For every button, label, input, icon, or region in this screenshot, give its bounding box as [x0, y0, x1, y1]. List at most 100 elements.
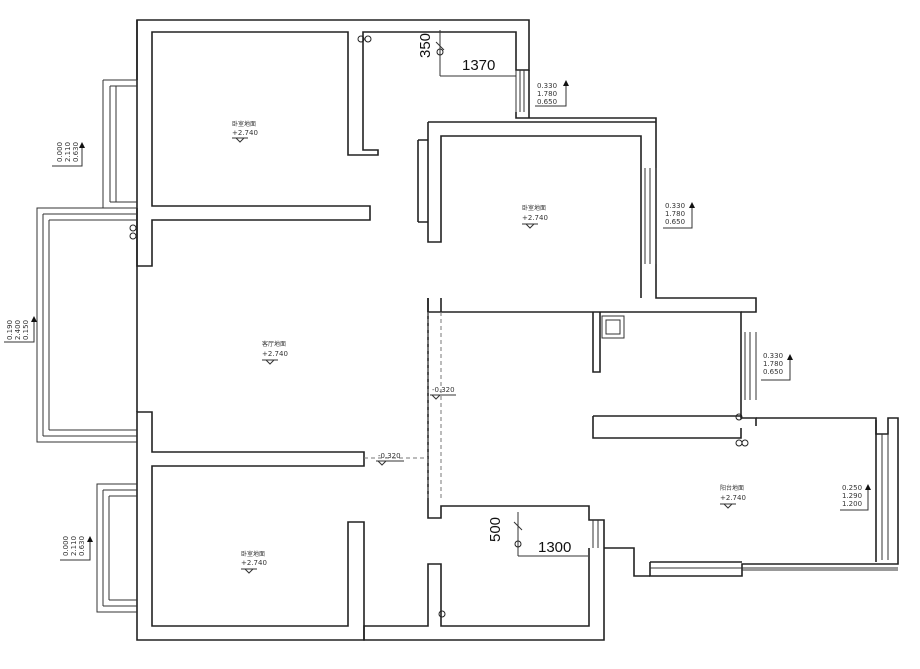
window-value: 1.780 — [763, 360, 783, 368]
window-frame — [644, 168, 657, 264]
room-label: 阳台地面 — [720, 484, 744, 492]
window-value: 1.290 — [842, 492, 862, 500]
window-annotation: 0.000 2.110 0.630 — [60, 536, 93, 561]
window-value: 0.330 — [537, 82, 557, 90]
pipe-symbol — [357, 35, 365, 43]
annotation-line — [52, 146, 83, 167]
room-label: 卧室地面 — [232, 120, 256, 128]
elevation-mark — [232, 137, 248, 143]
arrow-up-icon — [689, 202, 695, 208]
opening-line — [427, 312, 442, 500]
elevation-mark — [720, 503, 736, 509]
arrow-up-icon — [787, 354, 793, 360]
kitchen-fixture — [605, 319, 621, 335]
wall-outline — [363, 547, 650, 641]
pipe-symbol — [514, 540, 522, 548]
window-value: 0.650 — [665, 218, 685, 226]
dimension-upper: 350 1370 — [417, 30, 516, 77]
windows-graphics — [36, 70, 898, 613]
window-value: 0.630 — [78, 536, 86, 556]
window-value: 0.190 — [6, 320, 14, 340]
annotation-line — [535, 84, 567, 107]
wall-outline — [136, 411, 365, 641]
room-label: 客厅地面 — [262, 340, 286, 348]
annotation-line — [663, 206, 693, 229]
room-label: 卧室地面 — [522, 204, 546, 212]
floor-elevations: -0.320 -0.320 — [376, 386, 456, 466]
wall-outline — [515, 70, 757, 313]
window-annotations: 0.330 1.780 0.650 0.000 2.110 0.630 0.33… — [4, 80, 871, 561]
floor-elevation-label: -0.320 — [378, 452, 401, 460]
dimension-label: 1300 — [538, 539, 571, 556]
wall-outline — [427, 298, 757, 426]
window-frame — [102, 79, 137, 209]
window-value: 0.250 — [842, 484, 862, 492]
pipe-symbol — [438, 610, 446, 618]
room-elevation: +2.740 — [720, 494, 746, 502]
window-annotation: 0.250 1.290 1.200 — [840, 484, 871, 511]
pipe-symbol — [129, 224, 137, 232]
window-annotation: 0.330 1.780 0.650 — [663, 202, 695, 229]
wall-outline — [417, 139, 428, 223]
window-value: 1.780 — [537, 90, 557, 98]
window-value: 1.780 — [665, 210, 685, 218]
pipe-symbol — [436, 48, 444, 56]
window-value: 0.630 — [72, 142, 80, 162]
window-annotation: 0.000 2.110 0.630 — [52, 142, 85, 167]
window-frame — [744, 332, 757, 400]
window-value: 0.330 — [665, 202, 685, 210]
window-value: 0.150 — [22, 320, 30, 340]
arrow-up-icon — [865, 484, 871, 490]
window-value: 0.330 — [763, 352, 783, 360]
annotation-line — [840, 488, 869, 511]
annotation-line — [761, 358, 791, 381]
annotation-line — [4, 320, 35, 343]
window-annotation: 0.330 1.780 0.650 — [761, 352, 793, 381]
wall-outline — [427, 500, 605, 548]
fixture-symbols — [129, 35, 749, 618]
window-frame — [881, 434, 889, 560]
room-labels: 卧室地面 +2.740 卧室地面 +2.740 客厅地面 +2.740 卧室地面… — [232, 120, 746, 574]
elevation-mark — [430, 394, 456, 400]
annotation-line — [60, 540, 91, 561]
arrow-up-icon — [563, 80, 569, 86]
wall-outline — [650, 420, 877, 563]
pipe-symbol — [741, 439, 749, 447]
window-value: 2.110 — [70, 536, 78, 556]
window-frame — [96, 483, 137, 613]
room-elevation: +2.740 — [241, 559, 267, 567]
elevation-mark — [522, 223, 538, 229]
dimension-label: 350 — [417, 33, 434, 58]
kitchen-fixture — [601, 315, 625, 339]
window-value: 2.110 — [64, 142, 72, 162]
pipe-symbol — [129, 232, 137, 240]
elevation-mark — [262, 359, 278, 365]
window-value: 0.000 — [56, 142, 64, 162]
dimension-line — [435, 30, 516, 77]
window-frame — [36, 207, 137, 443]
window-annotation: 0.330 1.780 0.650 — [535, 80, 569, 107]
openings — [364, 312, 442, 500]
window-value: 0.650 — [763, 368, 783, 376]
window-value: 0.650 — [537, 98, 557, 106]
floor-elevation-label: -0.320 — [432, 386, 455, 394]
window-frame — [592, 520, 599, 548]
dimension-line — [513, 512, 588, 557]
window-frame — [650, 567, 898, 571]
pipe-symbol — [364, 35, 372, 43]
room-elevation: +2.740 — [232, 129, 258, 137]
dimension-label: 1370 — [462, 57, 495, 74]
pipe-symbol — [735, 439, 743, 447]
window-value: 2.400 — [14, 320, 22, 340]
room-label: 卧室地面 — [241, 550, 265, 558]
window-value: 1.200 — [842, 500, 862, 508]
wall-outline — [592, 415, 742, 439]
room-elevation: +2.740 — [262, 350, 288, 358]
window-annotation: 0.190 2.400 0.150 — [4, 316, 37, 343]
pipe-symbol — [735, 413, 743, 421]
arrow-up-icon — [31, 316, 37, 322]
room-elevation: +2.740 — [522, 214, 548, 222]
window-frame — [515, 70, 525, 112]
dimension-label: 500 — [487, 517, 504, 542]
